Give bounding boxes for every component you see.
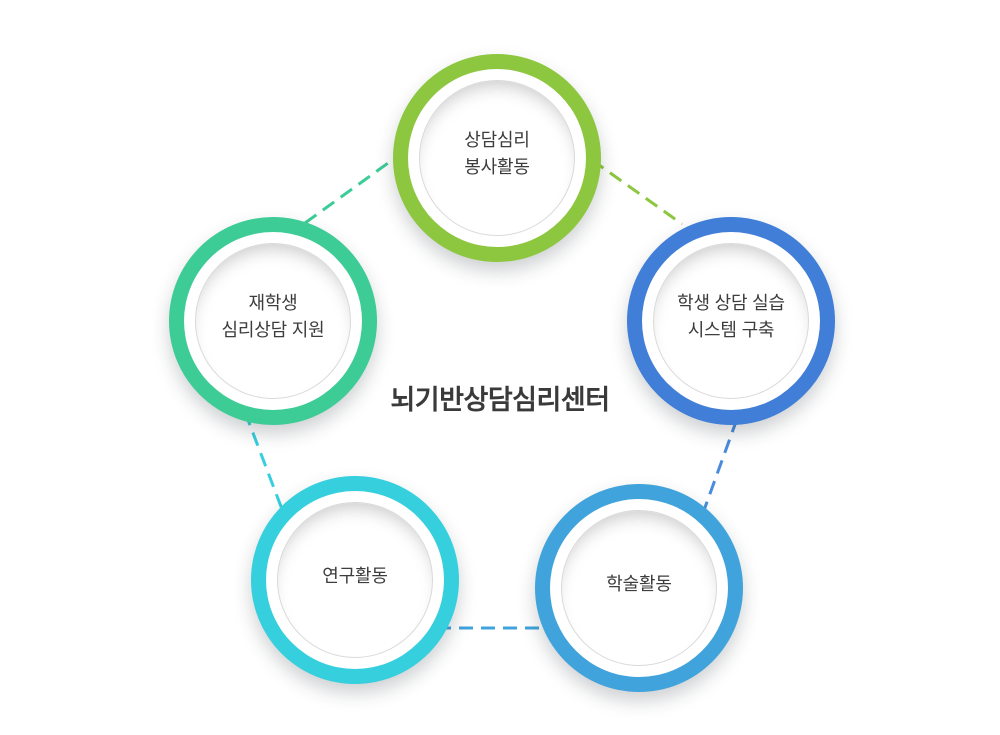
node-ring-gap: 재학생 심리상담 지원 [184, 232, 362, 410]
node-inner-circle: 재학생 심리상담 지원 [195, 243, 351, 399]
node-ring-gap: 상담심리 봉사활동 [408, 69, 586, 247]
node-counseling-volunteer: 상담심리 봉사활동 [393, 54, 601, 262]
connector-left-to-bottom-left [243, 411, 287, 518]
node-label: 상담심리 봉사활동 [464, 130, 530, 177]
node-ring-gap: 연구활동 [266, 491, 444, 669]
node-label: 재학생 심리상담 지원 [221, 293, 325, 340]
node-inner-circle: 연구활동 [277, 502, 433, 658]
node-label: 학술활동 [606, 573, 672, 594]
node-inner-circle: 상담심리 봉사활동 [419, 80, 575, 236]
connector-left-to-top [304, 156, 396, 225]
node-academic-activity: 학술활동 [535, 484, 743, 692]
node-research-activity: 연구활동 [251, 476, 459, 684]
diagram-title: 뇌기반상담심리센터 [390, 385, 610, 415]
connector-right-to-bottom-right [701, 418, 739, 514]
node-ring-gap: 학술활동 [550, 499, 728, 677]
node-label: 학생 상담 실습 시스템 구축 [677, 293, 785, 340]
node-ring-gap: 학생 상담 실습 시스템 구축 [642, 232, 820, 410]
connector-top-to-right [591, 158, 683, 226]
node-inner-circle: 학술활동 [561, 510, 717, 666]
node-enrolled-student-support: 재학생 심리상담 지원 [169, 217, 377, 425]
node-label: 연구활동 [322, 565, 388, 586]
node-practice-system: 학생 상담 실습 시스템 구축 [627, 217, 835, 425]
node-inner-circle: 학생 상담 실습 시스템 구축 [653, 243, 809, 399]
